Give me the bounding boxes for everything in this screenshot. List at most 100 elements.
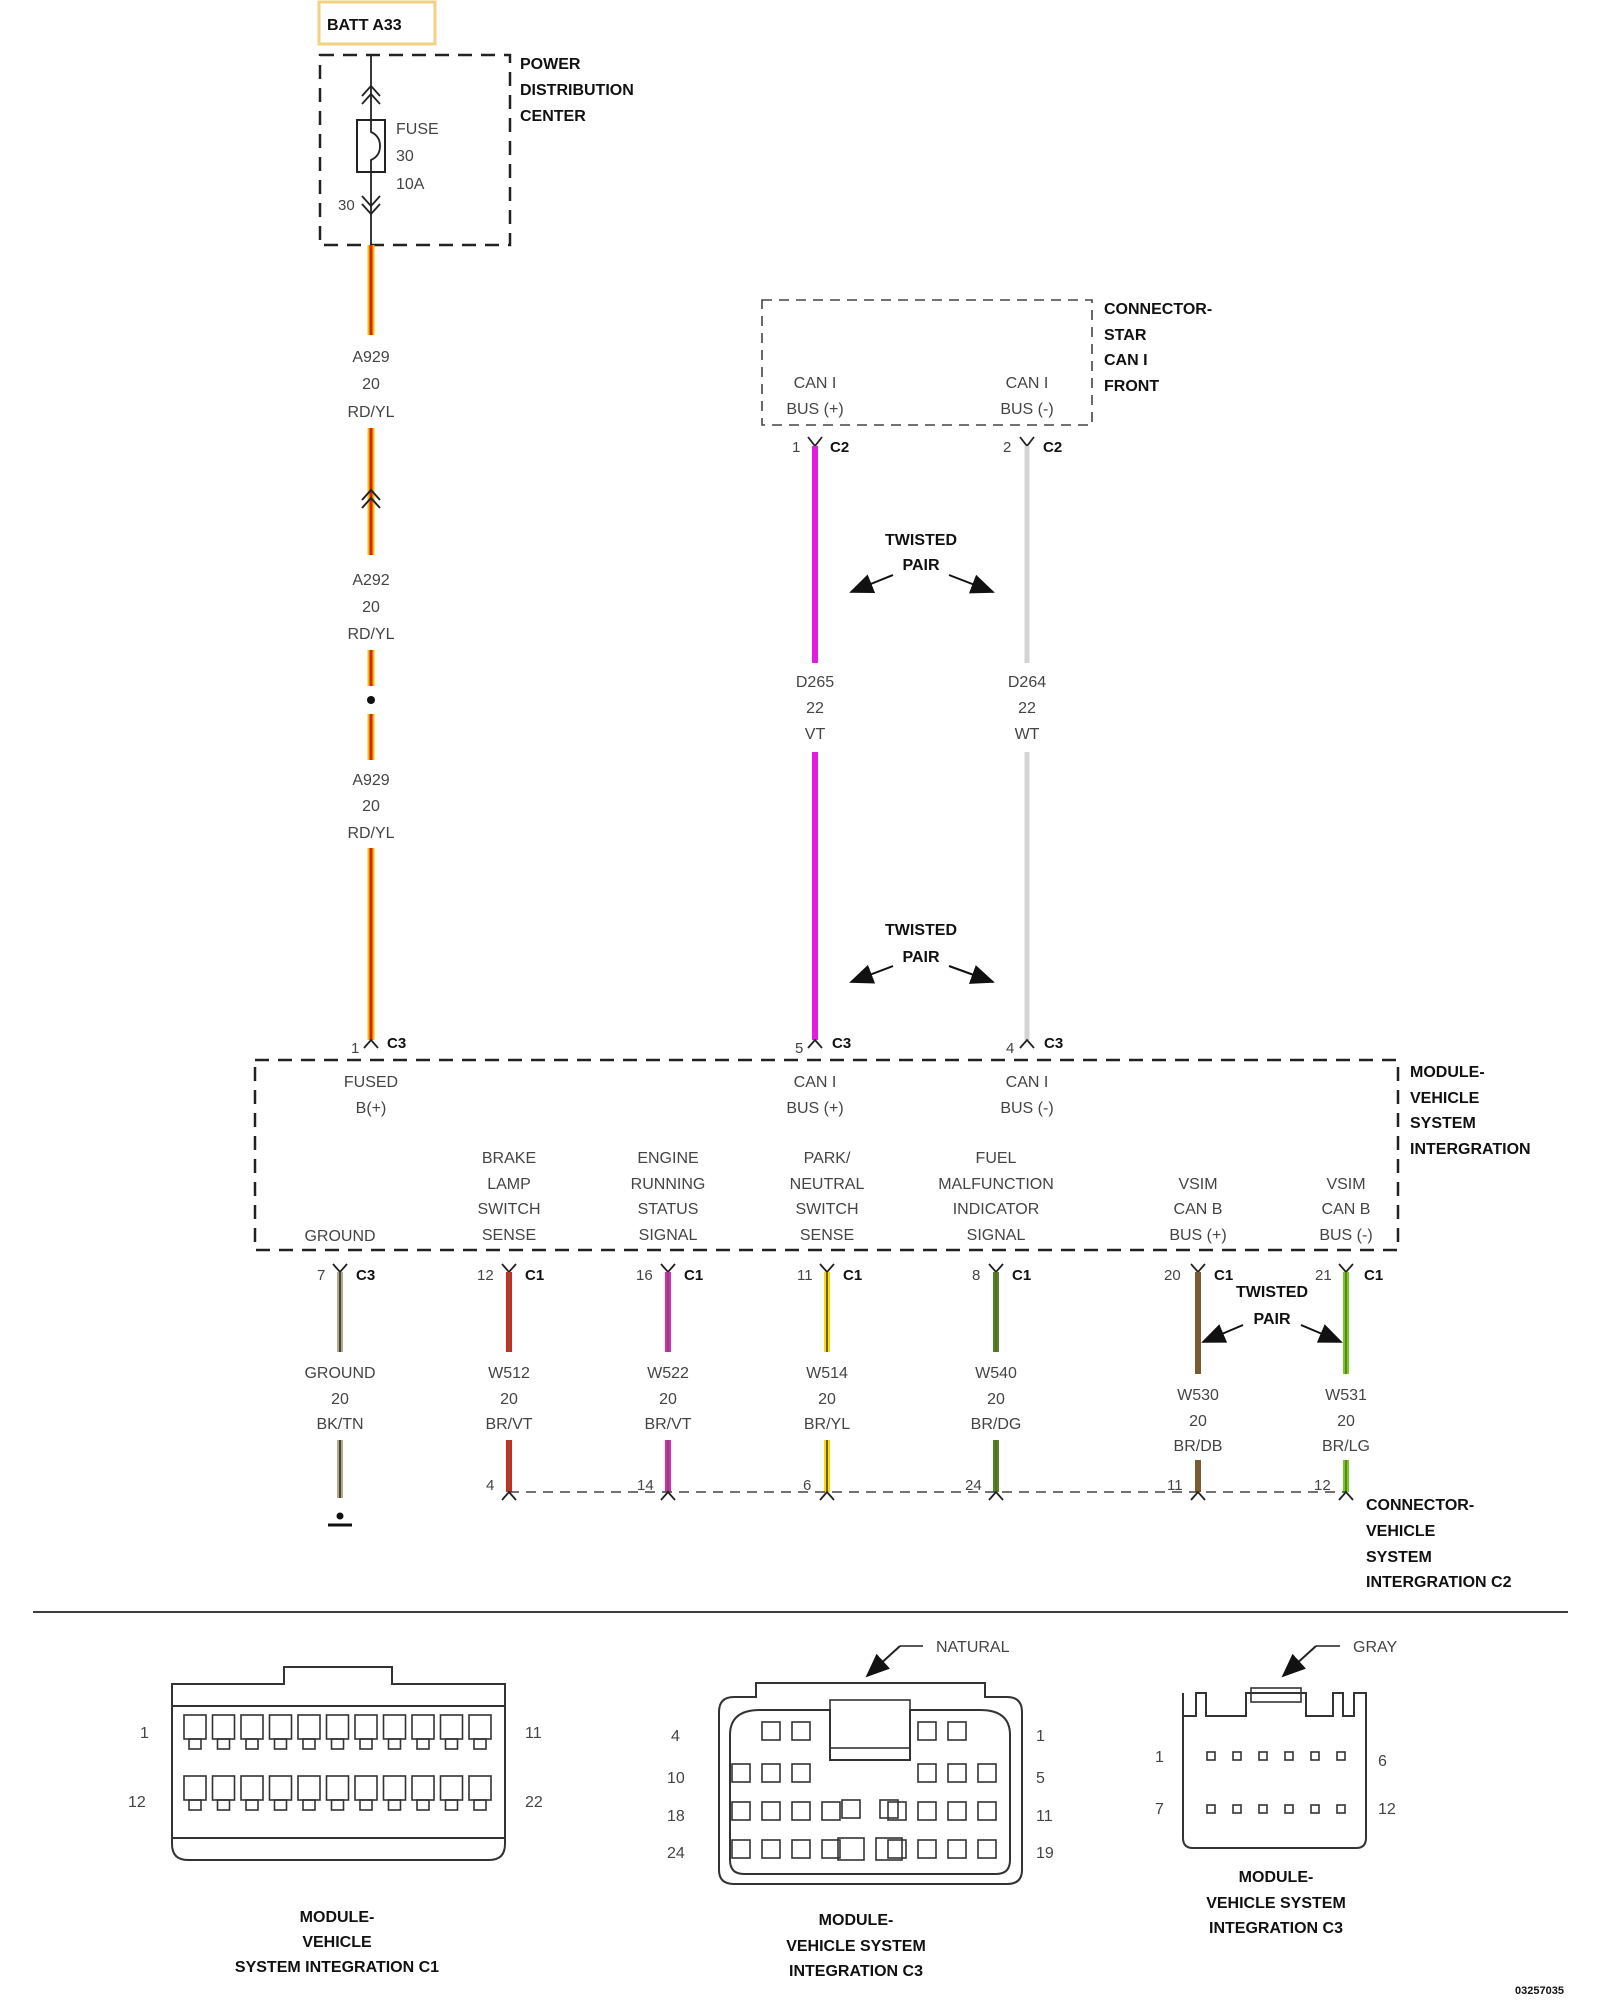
svg-text:TWISTED: TWISTED	[885, 532, 957, 549]
svg-text:BUS (+): BUS (+)	[786, 401, 843, 418]
c3a-cavity	[977, 1839, 997, 1859]
svg-text:STATUS: STATUS	[638, 1201, 699, 1218]
pdc-pin-label: 30	[338, 197, 355, 214]
svg-text:BUS (-): BUS (-)	[1319, 1227, 1372, 1244]
module-label-ground: GROUND	[304, 1228, 375, 1245]
svg-text:C1: C1	[1214, 1267, 1233, 1284]
connector-view-c3-gray: 1 6 7 12	[1155, 1687, 1396, 1849]
svg-text:C1: C1	[684, 1267, 703, 1284]
module-label-brake: BRAKE LAMP SWITCH SENSE	[477, 1150, 540, 1244]
twisted-arrow-3b	[1300, 1324, 1343, 1343]
svg-text:C2: C2	[830, 439, 849, 456]
c2-connector-title: CONNECTOR- VEHICLE SYSTEM INTERGRATION C…	[1366, 1497, 1512, 1591]
svg-text:11: 11	[1167, 1477, 1183, 1494]
svg-text:1: 1	[1036, 1728, 1045, 1745]
svg-text:TWISTED: TWISTED	[885, 922, 957, 939]
svg-text:C1: C1	[1012, 1267, 1031, 1284]
svg-text:BR/LG: BR/LG	[1322, 1438, 1370, 1455]
c3a-cavity	[841, 1799, 861, 1819]
module-label-vsim-pos: VSIM CAN B BUS (+)	[1169, 1176, 1226, 1244]
connector-c3-gray-callout: GRAY	[1281, 1639, 1397, 1678]
svg-text:TWISTED: TWISTED	[1236, 1284, 1308, 1301]
svg-text:W531: W531	[1325, 1387, 1367, 1404]
c3b-cavity	[1336, 1751, 1346, 1761]
svg-text:10: 10	[667, 1770, 685, 1787]
c1-cavity	[211, 1714, 236, 1740]
svg-text:W514: W514	[806, 1365, 848, 1382]
c1-cavity	[411, 1714, 435, 1740]
wire-label-ground: GROUND 20 BK/TN	[304, 1365, 375, 1433]
svg-text:BUS (+): BUS (+)	[786, 1100, 843, 1117]
svg-text:20: 20	[818, 1391, 836, 1408]
module-pin-fused-b: 1 C3 FUSED B(+)	[344, 1035, 406, 1117]
svg-text:SIGNAL: SIGNAL	[967, 1227, 1026, 1244]
svg-text:20: 20	[331, 1391, 349, 1408]
svg-text:C1: C1	[843, 1267, 862, 1284]
c1-cavity	[354, 1775, 378, 1801]
svg-text:14: 14	[637, 1477, 654, 1494]
c1-cavity-latch	[330, 1738, 345, 1750]
svg-text:VSIM: VSIM	[1178, 1176, 1217, 1193]
svg-text:20: 20	[659, 1391, 677, 1408]
svg-text:SYSTEM: SYSTEM	[1410, 1115, 1476, 1132]
c1-cavity-latch	[273, 1738, 288, 1750]
svg-text:SENSE: SENSE	[482, 1227, 536, 1244]
module-label-engine: ENGINE RUNNING STATUS SIGNAL	[631, 1150, 706, 1244]
c3b-cavity	[1284, 1804, 1294, 1814]
svg-text:C3: C3	[832, 1035, 851, 1052]
c3b-cavity	[1310, 1751, 1320, 1761]
svg-text:1: 1	[1155, 1749, 1164, 1766]
c3b-cavity	[1206, 1804, 1216, 1814]
svg-text:SENSE: SENSE	[800, 1227, 854, 1244]
c1-cavity	[468, 1775, 492, 1801]
wire-label-w540: W540 20 BR/DG	[971, 1365, 1022, 1433]
c3a-cavity	[887, 1839, 907, 1859]
svg-text:MODULE-: MODULE-	[1410, 1064, 1485, 1081]
svg-text:4: 4	[486, 1477, 494, 1494]
svg-text:20: 20	[1164, 1267, 1181, 1284]
c3b-cavity	[1232, 1804, 1242, 1814]
c3a-cavity	[761, 1801, 781, 1821]
c3a-cavity	[947, 1801, 967, 1821]
svg-text:20: 20	[362, 798, 380, 815]
connector-view-c3-natural: 4 1 10 5 18 11 24 19	[667, 1682, 1054, 1885]
svg-text:VSIM: VSIM	[1326, 1176, 1365, 1193]
c3a-cavity	[791, 1763, 811, 1783]
c1-cavity-latch	[245, 1799, 259, 1811]
svg-text:ENGINE: ENGINE	[637, 1150, 698, 1167]
bottom-pin-7: 7 C3	[317, 1263, 375, 1284]
c1-cavity-latch	[473, 1738, 487, 1750]
c3a-cavity	[821, 1801, 841, 1821]
module-label-vsim-neg: VSIM CAN B BUS (-)	[1319, 1176, 1372, 1244]
svg-text:19: 19	[1036, 1845, 1054, 1862]
svg-text:SYSTEM INTEGRATION C1: SYSTEM INTEGRATION C1	[235, 1959, 439, 1976]
connector-view-c3-natural-title: MODULE- VEHICLE SYSTEM INTEGRATION C3	[786, 1912, 926, 1980]
svg-text:6: 6	[1378, 1753, 1387, 1770]
c3b-cavity	[1258, 1751, 1268, 1761]
c1-cavity-latch	[188, 1738, 202, 1750]
c3a-cavity	[917, 1721, 937, 1741]
svg-text:4: 4	[671, 1728, 680, 1745]
svg-text:SWITCH: SWITCH	[477, 1201, 540, 1218]
svg-text:CENTER: CENTER	[520, 108, 586, 125]
svg-text:8: 8	[972, 1267, 980, 1284]
c3a-cavity	[761, 1763, 781, 1783]
c1-cavity	[297, 1714, 321, 1740]
star-connector-box	[761, 299, 1093, 426]
svg-text:20: 20	[500, 1391, 518, 1408]
svg-text:VT: VT	[805, 726, 826, 743]
svg-text:WT: WT	[1015, 726, 1040, 743]
star-pin-1: 1 C2	[792, 436, 849, 456]
svg-text:MODULE-: MODULE-	[300, 1909, 375, 1926]
svg-text:20: 20	[362, 376, 380, 393]
svg-text:12: 12	[128, 1794, 146, 1811]
svg-text:30: 30	[396, 148, 414, 165]
svg-text:VEHICLE: VEHICLE	[302, 1934, 372, 1951]
c3a-cavity	[791, 1839, 811, 1859]
svg-text:CAN I: CAN I	[794, 1074, 837, 1091]
c3a-cavity	[837, 1837, 865, 1861]
svg-text:12: 12	[1314, 1477, 1331, 1494]
svg-text:A292: A292	[352, 572, 389, 589]
svg-text:C1: C1	[525, 1267, 544, 1284]
